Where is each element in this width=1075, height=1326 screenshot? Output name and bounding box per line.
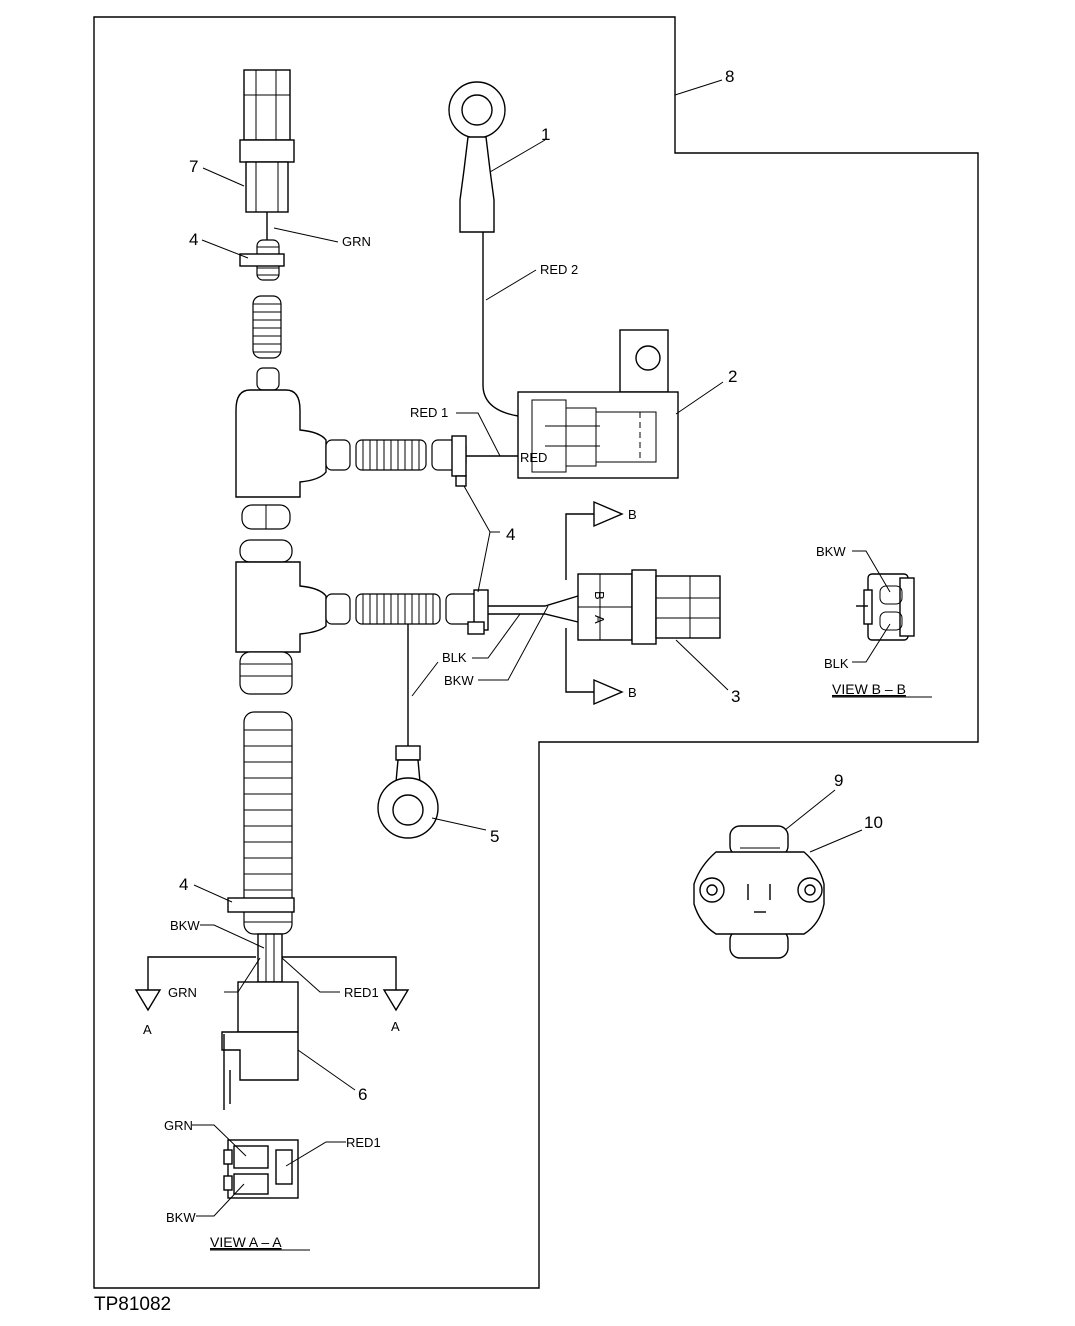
section-a-marker-right [282, 956, 410, 1012]
section-a-marker-left [134, 956, 256, 1012]
pin-a-mark: A [592, 615, 607, 624]
wire-bundle-bottom [257, 933, 283, 983]
section-a-left-letter: A [143, 1022, 152, 1037]
section-a-right-letter: A [391, 1019, 400, 1034]
view-aa-red1-label: RED1 [346, 1135, 381, 1150]
callout-4-middle: 4 [506, 525, 515, 544]
leader-lines [193, 79, 863, 1091]
view-bb-title: VIEW B – B [832, 681, 906, 697]
t-junction-upper [235, 389, 327, 530]
view-aa-title: VIEW A – A [210, 1234, 282, 1250]
cable-tie-bottom [227, 897, 295, 913]
connector-7 [239, 69, 295, 213]
connector-6 [221, 981, 299, 1110]
callout-10: 10 [864, 813, 883, 832]
cable-tie-top [239, 253, 285, 267]
callout-9: 9 [834, 771, 843, 790]
section-b-bottom-letter: B [628, 685, 637, 700]
section-b-marker-top [565, 500, 624, 580]
figure-id: TP81082 [94, 1294, 171, 1315]
callout-4-top: 4 [189, 230, 198, 249]
wire-label-red2: RED 2 [540, 262, 578, 277]
callout-2: 2 [728, 367, 737, 386]
connector-3: B A [577, 569, 721, 645]
view-aa-bkw-label: BKW [166, 1210, 196, 1225]
view-bb-drawing [852, 550, 915, 663]
pin-b-mark: B [592, 591, 607, 600]
diagram-border [93, 16, 979, 1289]
ring-terminal-5 [377, 745, 439, 839]
callout-8: 8 [725, 67, 734, 86]
callout-1: 1 [541, 125, 550, 144]
convolute-tube-lower [239, 651, 293, 935]
callout-6: 6 [358, 1085, 367, 1104]
wire-bkw-mid [488, 595, 579, 607]
callout-5: 5 [490, 827, 499, 846]
wire-label-blk: BLK [442, 650, 467, 665]
callout-3: 3 [731, 687, 740, 706]
wire-label-grn-bottom: GRN [168, 985, 197, 1000]
wire-red2 [482, 232, 519, 417]
cable-tie-upper [451, 435, 467, 477]
section-b-marker-bottom [565, 628, 624, 706]
t-junction-lower [235, 539, 327, 653]
connector-2: RED [517, 329, 679, 479]
view-bb-blk-label: BLK [824, 656, 849, 671]
wire-blk-mid [488, 613, 579, 623]
view-bb-bkw-label: BKW [816, 544, 846, 559]
section-b-top-letter: B [628, 507, 637, 522]
wire-label-grn-top: GRN [342, 234, 371, 249]
view-aa-drawing [192, 1124, 346, 1217]
wire-label-bkw-mid: BKW [444, 673, 474, 688]
wire-label-bkw-bottom: BKW [170, 918, 200, 933]
callout-4-bottom: 4 [179, 875, 188, 894]
ring-terminal-1 [448, 81, 506, 233]
convolute-tube-lower-branch [325, 593, 481, 625]
wire-label-red1-mid: RED 1 [410, 405, 448, 420]
callout-7: 7 [189, 157, 198, 176]
convolute-tube-upper-branch [325, 439, 467, 471]
view-aa-grn-label: GRN [164, 1118, 193, 1133]
component-9-10 [693, 825, 825, 959]
red-marking-text: RED [520, 450, 547, 465]
wire-label-red1-bottom: RED1 [344, 985, 379, 1000]
